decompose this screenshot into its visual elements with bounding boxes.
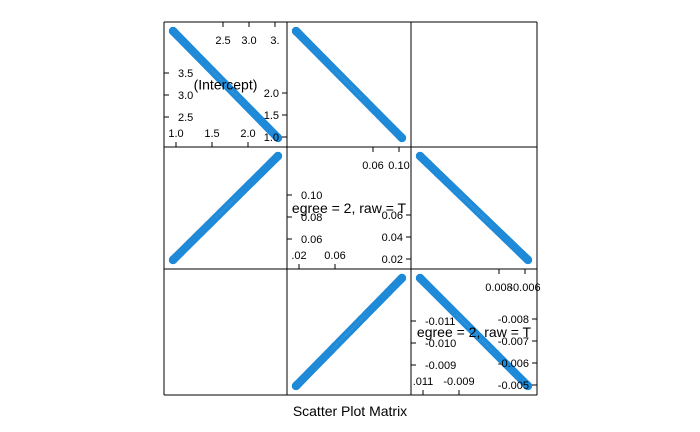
scatter-panel-r1-c2 — [415, 151, 533, 265]
tick-label: -0.008 — [498, 314, 529, 326]
tick-label: 1.5 — [204, 128, 219, 140]
tick-label: 1.5 — [264, 110, 279, 122]
tick-label: -0.009 — [443, 376, 474, 388]
tick-label: .011 — [413, 376, 434, 388]
diagonal-panel-2: egree = 2, raw = T.011-0.0090.008-0.006-… — [411, 269, 541, 395]
tick-label: -0.005 — [498, 380, 529, 392]
scatter-point — [523, 381, 533, 391]
tick-label: -0.011 — [425, 316, 455, 328]
tick-label: 0.08 — [301, 212, 322, 224]
tick-label: 2.5 — [178, 112, 193, 124]
scatter-point — [397, 133, 407, 143]
scatter-point — [523, 255, 533, 265]
scatter-point — [397, 273, 407, 283]
tick-label: -0.010 — [425, 338, 456, 350]
scatter-point — [273, 151, 283, 161]
panels-layer — [168, 26, 533, 391]
variable-label: egree = 2, raw = T — [417, 324, 532, 340]
chart-title: Scatter Plot Matrix — [293, 403, 407, 419]
variable-label: (Intercept) — [194, 77, 258, 93]
scatter-panel-r1-c0 — [168, 151, 283, 265]
scatter-panel-r0-c1 — [291, 26, 407, 143]
tick-label: .02 — [291, 250, 306, 262]
tick-label: 0.10 — [388, 160, 409, 172]
scatter-point — [273, 133, 283, 143]
tick-label: 0.02 — [382, 254, 403, 266]
tick-label: 2.0 — [240, 128, 255, 140]
diagonal-panel-0: (Intercept) 1.0 1.5 2.0 2.5 3.0 3. 2.5 3.0 3.5 1.0… — [164, 22, 287, 147]
tick-label: 3.0 — [178, 90, 193, 102]
tick-label: 0.06 — [382, 210, 403, 222]
tick-label: 3.5 — [178, 68, 193, 80]
tick-label: 2.0 — [264, 88, 279, 100]
tick-label: 1.0 — [168, 128, 183, 140]
diagonal-layer: (Intercept) 1.0 1.5 2.0 2.5 3.0 3. 2.5 3.0 3.5 1.0… — [164, 22, 541, 395]
tick-label: 3.0 — [241, 35, 256, 47]
tick-label: -0.006 — [509, 282, 540, 294]
tick-label: -0.006 — [498, 358, 529, 370]
tick-label: 0.06 — [362, 160, 383, 172]
tick-label: -0.009 — [425, 360, 456, 372]
tick-label: 2.5 — [215, 35, 230, 47]
tick-label: 0.06 — [324, 250, 345, 262]
tick-label: 0.04 — [382, 232, 403, 244]
variable-label: egree = 2, raw = T — [292, 200, 407, 216]
tick-label: 0.06 — [301, 234, 322, 246]
tick-label: 1.0 — [264, 132, 279, 144]
tick-label: 0.10 — [301, 190, 322, 202]
tick-label: 3. — [270, 35, 279, 47]
tick-label: -0.007 — [498, 336, 529, 348]
scatter-panel-r2-c2 — [415, 273, 533, 391]
scatter-panel-r0-c0 — [168, 26, 283, 143]
tick-label: 0.008 — [485, 282, 513, 294]
matrix-frame — [163, 21, 538, 396]
scatter-panel-r2-c1 — [291, 273, 407, 391]
